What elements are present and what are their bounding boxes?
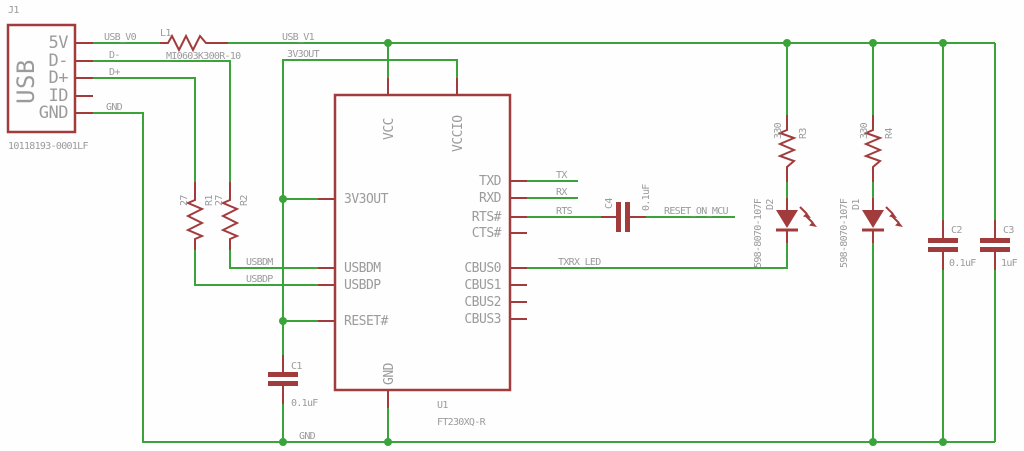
c4-value: 0.1uF — [641, 184, 652, 211]
ic-pin-rxd: RXD — [479, 191, 502, 206]
ic-pin-cbus1: CBUS1 — [464, 278, 501, 293]
ic-pin-cbus2: CBUS2 — [464, 295, 501, 310]
ic-part-number: FT230XQ-R — [437, 417, 487, 428]
net-label-gnd-rail: GND — [299, 431, 316, 442]
resistor-r1-symbol: 27 R1 — [179, 182, 215, 250]
d1-refdes: D1 — [851, 199, 862, 210]
capacitor-c2-symbol: C2 0.1uF — [928, 220, 977, 270]
net-label-txrx-led: TXRX_LED — [558, 257, 601, 268]
usb-connector-symbol: J1 10118193-0001LF USB 5V D- D+ ID GND — [6, 5, 93, 152]
ic-pin-cbus3: CBUS3 — [464, 312, 501, 327]
r3-refdes: R3 — [798, 128, 809, 139]
net-label-rx: RX — [556, 187, 567, 198]
c3-value: 1uF — [1001, 258, 1018, 269]
r4-value: 330 — [859, 122, 870, 139]
net-labels: USB_V0 USB_V1 3V3OUT D- D+ GND USBDM USB… — [104, 32, 729, 442]
ic-pin-txd: TXD — [479, 174, 502, 189]
connector-refdes: J1 — [8, 5, 19, 16]
connector-title: USB — [12, 59, 40, 104]
led-d2-symbol: 598-8070-107F D2 — [753, 198, 817, 268]
ferrite-part-number: MI0603K300R-10 — [166, 51, 241, 62]
usb-pin-5v: 5V — [49, 33, 69, 53]
net-label-tx: TX — [556, 170, 567, 181]
net-label-usb-v1: USB_V1 — [282, 32, 315, 43]
r1-refdes: R1 — [204, 195, 215, 206]
c1-value: 0.1uF — [291, 398, 318, 409]
c1-refdes: C1 — [291, 361, 302, 372]
capacitor-c1-symbol: C1 0.1uF — [268, 355, 319, 409]
ic-refdes: U1 — [437, 400, 448, 411]
resistor-r4-symbol: 330 R4 — [859, 115, 895, 182]
usb-pin-dm: D- — [49, 51, 68, 71]
net-label-dplus: D+ — [109, 67, 120, 78]
r2-value: 27 — [214, 195, 225, 206]
ic-pin-vcc: VCC — [382, 118, 397, 140]
ic-pin-cbus0: CBUS0 — [464, 261, 501, 276]
ic-symbol: VCC VCCIO GND 3V3OUT USBDM USBDP RESET# … — [318, 78, 527, 428]
c2-refdes: C2 — [951, 225, 962, 236]
r4-refdes: R4 — [884, 128, 895, 139]
r2-refdes: R2 — [239, 195, 250, 206]
connector-part-number: 10118193-0001LF — [8, 141, 88, 152]
net-label-reset-on-mcu: RESET_ON_MCU — [664, 206, 729, 217]
r3-value: 330 — [773, 122, 784, 139]
ic-pin-reset: RESET# — [344, 314, 389, 329]
usb-pin-gnd: GND — [39, 103, 68, 123]
resistor-r2-symbol: 27 R2 — [214, 182, 250, 250]
d2-part-number: 598-8070-107F — [753, 198, 764, 268]
capacitor-c3-symbol: C3 1uF — [980, 220, 1018, 270]
net-label-usbdp: USBDP — [246, 274, 273, 285]
c4-refdes: C4 — [604, 198, 615, 209]
net-label-usbdm: USBDM — [246, 257, 273, 268]
usb-pin-id: ID — [49, 86, 69, 106]
ic-pin-cts: CTS# — [472, 226, 502, 241]
net-label-usb-v0: USB_V0 — [104, 32, 137, 43]
ferrite-refdes: L1 — [160, 28, 171, 39]
ic-pin-rts: RTS# — [472, 210, 502, 225]
net-label-3v3out: 3V3OUT — [287, 49, 320, 60]
ic-pin-usbdm: USBDM — [344, 261, 381, 276]
ic-pin-vccio: VCCIO — [451, 115, 466, 152]
resistor-r3-symbol: 330 R3 — [773, 115, 809, 182]
d2-refdes: D2 — [765, 199, 776, 210]
d1-part-number: 598-8070-107F — [839, 198, 850, 268]
net-label-dminus: D- — [109, 50, 120, 61]
ic-pin-gnd: GND — [382, 362, 397, 385]
ic-pin-usbdp: USBDP — [344, 278, 381, 293]
r1-value: 27 — [179, 195, 190, 206]
ferrite-bead-symbol: L1 MI0603K300R-10 — [160, 28, 242, 62]
led-d1-symbol: 598-8070-107F D1 — [839, 198, 903, 268]
capacitor-c4-symbol: C4 0.1uF — [601, 184, 652, 232]
usb-pin-dp: D+ — [49, 68, 69, 88]
net-label-rts: RTS — [556, 206, 573, 217]
net-wires — [93, 42, 996, 443]
ic-pin-3v3out: 3V3OUT — [344, 192, 389, 207]
c2-value: 0.1uF — [949, 258, 976, 269]
c3-refdes: C3 — [1003, 225, 1014, 236]
net-label-gnd-usb: GND — [106, 102, 123, 113]
junction-dots — [279, 39, 947, 446]
